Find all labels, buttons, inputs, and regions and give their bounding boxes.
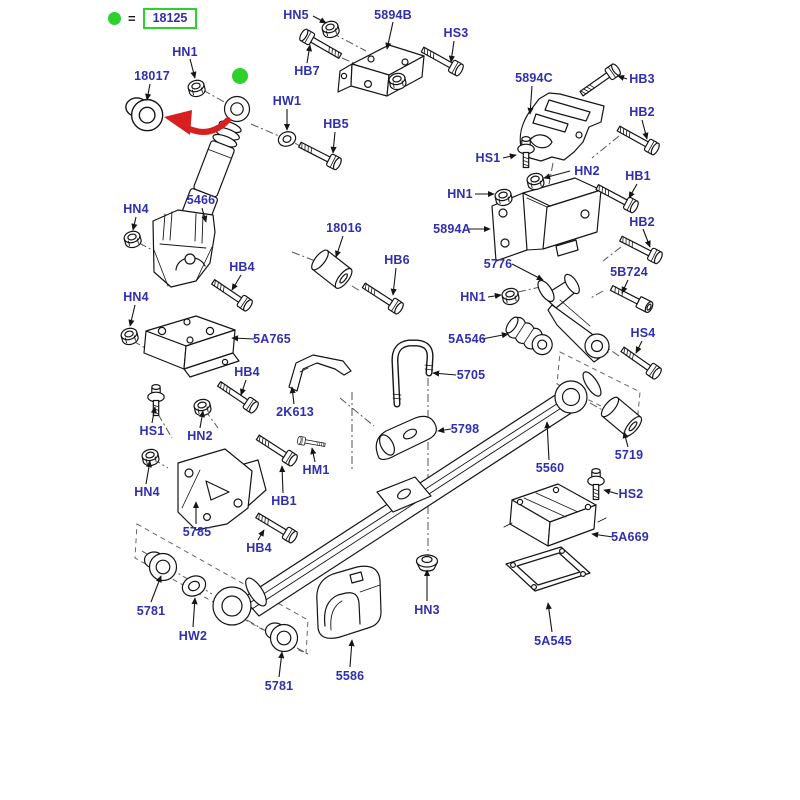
bushing-5781-rear-art [264, 622, 299, 653]
part-label-hn2: HN2 [187, 429, 213, 443]
part-label-hs3: HS3 [443, 26, 469, 40]
bracket-5785-art [177, 448, 267, 531]
bracket-5a765-art [143, 315, 240, 378]
bushing-18017-art [125, 97, 164, 132]
part-label-hn1: HN1 [447, 187, 473, 201]
push-nut-hn3-art [415, 554, 439, 572]
part-label-2k613: 2K613 [276, 405, 314, 419]
part-label-hn1: HN1 [172, 45, 198, 59]
red-arrow [164, 110, 231, 135]
part-label-hs1: HS1 [139, 424, 165, 438]
leaf-spring-art [212, 371, 602, 626]
part-label-5466: 5466 [186, 193, 216, 207]
bolts-art [147, 27, 665, 545]
part-label-hn3: HN3 [414, 603, 440, 617]
part-label-5a669: 5A669 [611, 530, 649, 544]
part-label-5894a: 5894A [433, 222, 471, 236]
part-label-hw1: HW1 [272, 94, 302, 108]
shackle-5776-art [537, 273, 610, 363]
legend-equals-sign: = [128, 10, 136, 26]
part-label-5785: 5785 [182, 525, 212, 539]
part-label-hb5: HB5 [323, 117, 349, 131]
part-label-hb4: HB4 [234, 365, 260, 379]
part-label-5a545: 5A545 [534, 634, 572, 648]
part-label-hn5: HN5 [283, 8, 309, 22]
nuts-art [119, 19, 546, 572]
washer-hw1-art [277, 131, 297, 147]
part-label-18017: 18017 [134, 69, 170, 83]
legend-green-dot-icon [108, 11, 121, 25]
socket-bolt-5b724-art [609, 285, 654, 314]
part-label-hs2: HS2 [618, 487, 644, 501]
part-label-5894c: 5894C [515, 71, 553, 85]
bushing-18016-art [308, 246, 356, 292]
part-label-hs4: HS4 [630, 326, 656, 340]
part-label-hb1: HB1 [271, 494, 297, 508]
bump-stop-5586-art [316, 565, 382, 639]
plate-5a545-art [505, 546, 591, 592]
part-label-5719: 5719 [614, 448, 644, 462]
bushing-5719-art [598, 394, 645, 440]
part-label-hb1: HB1 [625, 169, 651, 183]
part-label-hb4: HB4 [246, 541, 272, 555]
leader-lines [128, 15, 651, 678]
part-label-hn4: HN4 [134, 485, 160, 499]
part-label-hb7: HB7 [294, 64, 320, 78]
part-label-hn4: HN4 [123, 290, 149, 304]
bracket-5894c-art [519, 92, 605, 162]
bushing-5a546-art [505, 316, 553, 356]
part-label-5798: 5798 [450, 422, 480, 436]
part-label-5586: 5586 [335, 669, 365, 683]
part-label-5776: 5776 [483, 257, 513, 271]
part-label-hb6: HB6 [384, 253, 410, 267]
part-label-hw2: HW2 [178, 629, 208, 643]
part-label-hb4: HB4 [229, 260, 255, 274]
part-label-18016: 18016 [326, 221, 362, 235]
part-label-hb2: HB2 [629, 105, 655, 119]
clamp-5798-art [375, 415, 437, 461]
bracket-5894a-art [491, 177, 602, 262]
u-bolt-5705-art [391, 339, 434, 408]
part-label-5705: 5705 [456, 368, 486, 382]
part-label-hn1: HN1 [460, 290, 486, 304]
bracket-5466-art [152, 209, 216, 288]
legend: = 18125 [108, 7, 198, 29]
spacer-5a669-art [503, 483, 607, 547]
part-label-5781: 5781 [264, 679, 294, 693]
part-label-hs1: HS1 [475, 151, 501, 165]
part-label-5894b: 5894B [374, 8, 412, 22]
legend-part-number: 18125 [142, 7, 198, 29]
bracket-5894b-art [337, 44, 425, 97]
part-label-5560: 5560 [535, 461, 565, 475]
part-label-hm1: HM1 [302, 463, 330, 477]
bracket-2k613-art [288, 354, 352, 392]
part-label-hb3: HB3 [629, 72, 655, 86]
washer-hw2-art [181, 575, 207, 597]
part-label-hn4: HN4 [123, 202, 149, 216]
green-dot-markers [232, 68, 248, 84]
legend-dot-anchor [232, 68, 248, 84]
part-label-5a765: 5A765 [253, 332, 291, 346]
part-label-hn2: HN2 [574, 164, 600, 178]
part-label-5781: 5781 [136, 604, 166, 618]
part-label-hb2: HB2 [629, 215, 655, 229]
part-label-5b724: 5B724 [610, 265, 648, 279]
part-label-5a546: 5A546 [448, 332, 486, 346]
